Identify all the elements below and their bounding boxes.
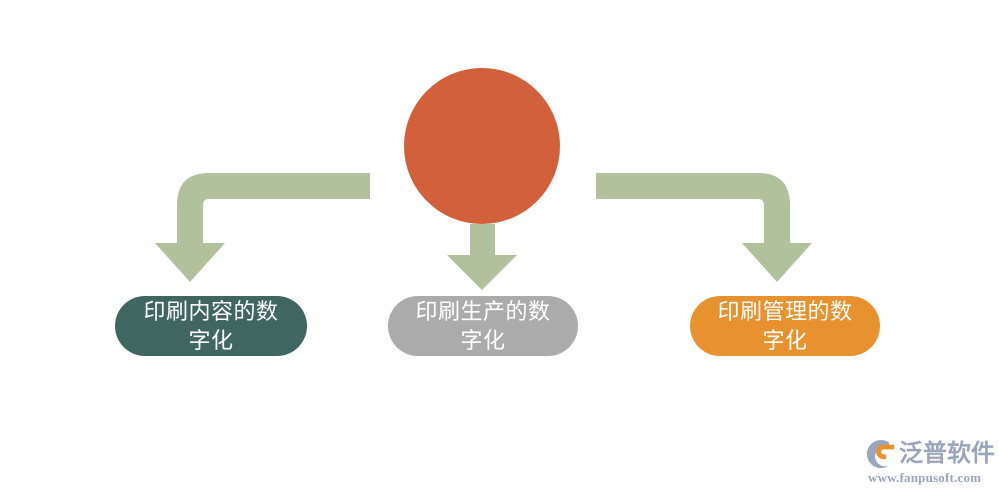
node-management-label: 印刷管理的数 字化 xyxy=(717,299,853,353)
elbow-arrow-left xyxy=(155,173,370,282)
watermark: 泛普软件 www.fanpusoft.com xyxy=(866,437,995,489)
node-management[interactable]: 印刷管理的数 字化 xyxy=(690,296,880,356)
node-production-label: 印刷生产的数 字化 xyxy=(415,299,551,353)
elbow-arrow-right xyxy=(596,173,812,282)
watermark-top-row: 泛普软件 xyxy=(866,437,995,470)
fanpu-swoosh-logo-icon xyxy=(866,439,895,468)
hub-circle xyxy=(404,68,560,224)
node-content-label: 印刷内容的数 字化 xyxy=(143,299,279,353)
watermark-url-text: www.fanpusoft.com xyxy=(868,470,982,485)
node-content[interactable]: 印刷内容的数 字化 xyxy=(115,296,307,356)
straight-arrow-center xyxy=(447,224,517,290)
node-production[interactable]: 印刷生产的数 字化 xyxy=(388,296,578,356)
watermark-brand-text: 泛普软件 xyxy=(899,439,995,467)
